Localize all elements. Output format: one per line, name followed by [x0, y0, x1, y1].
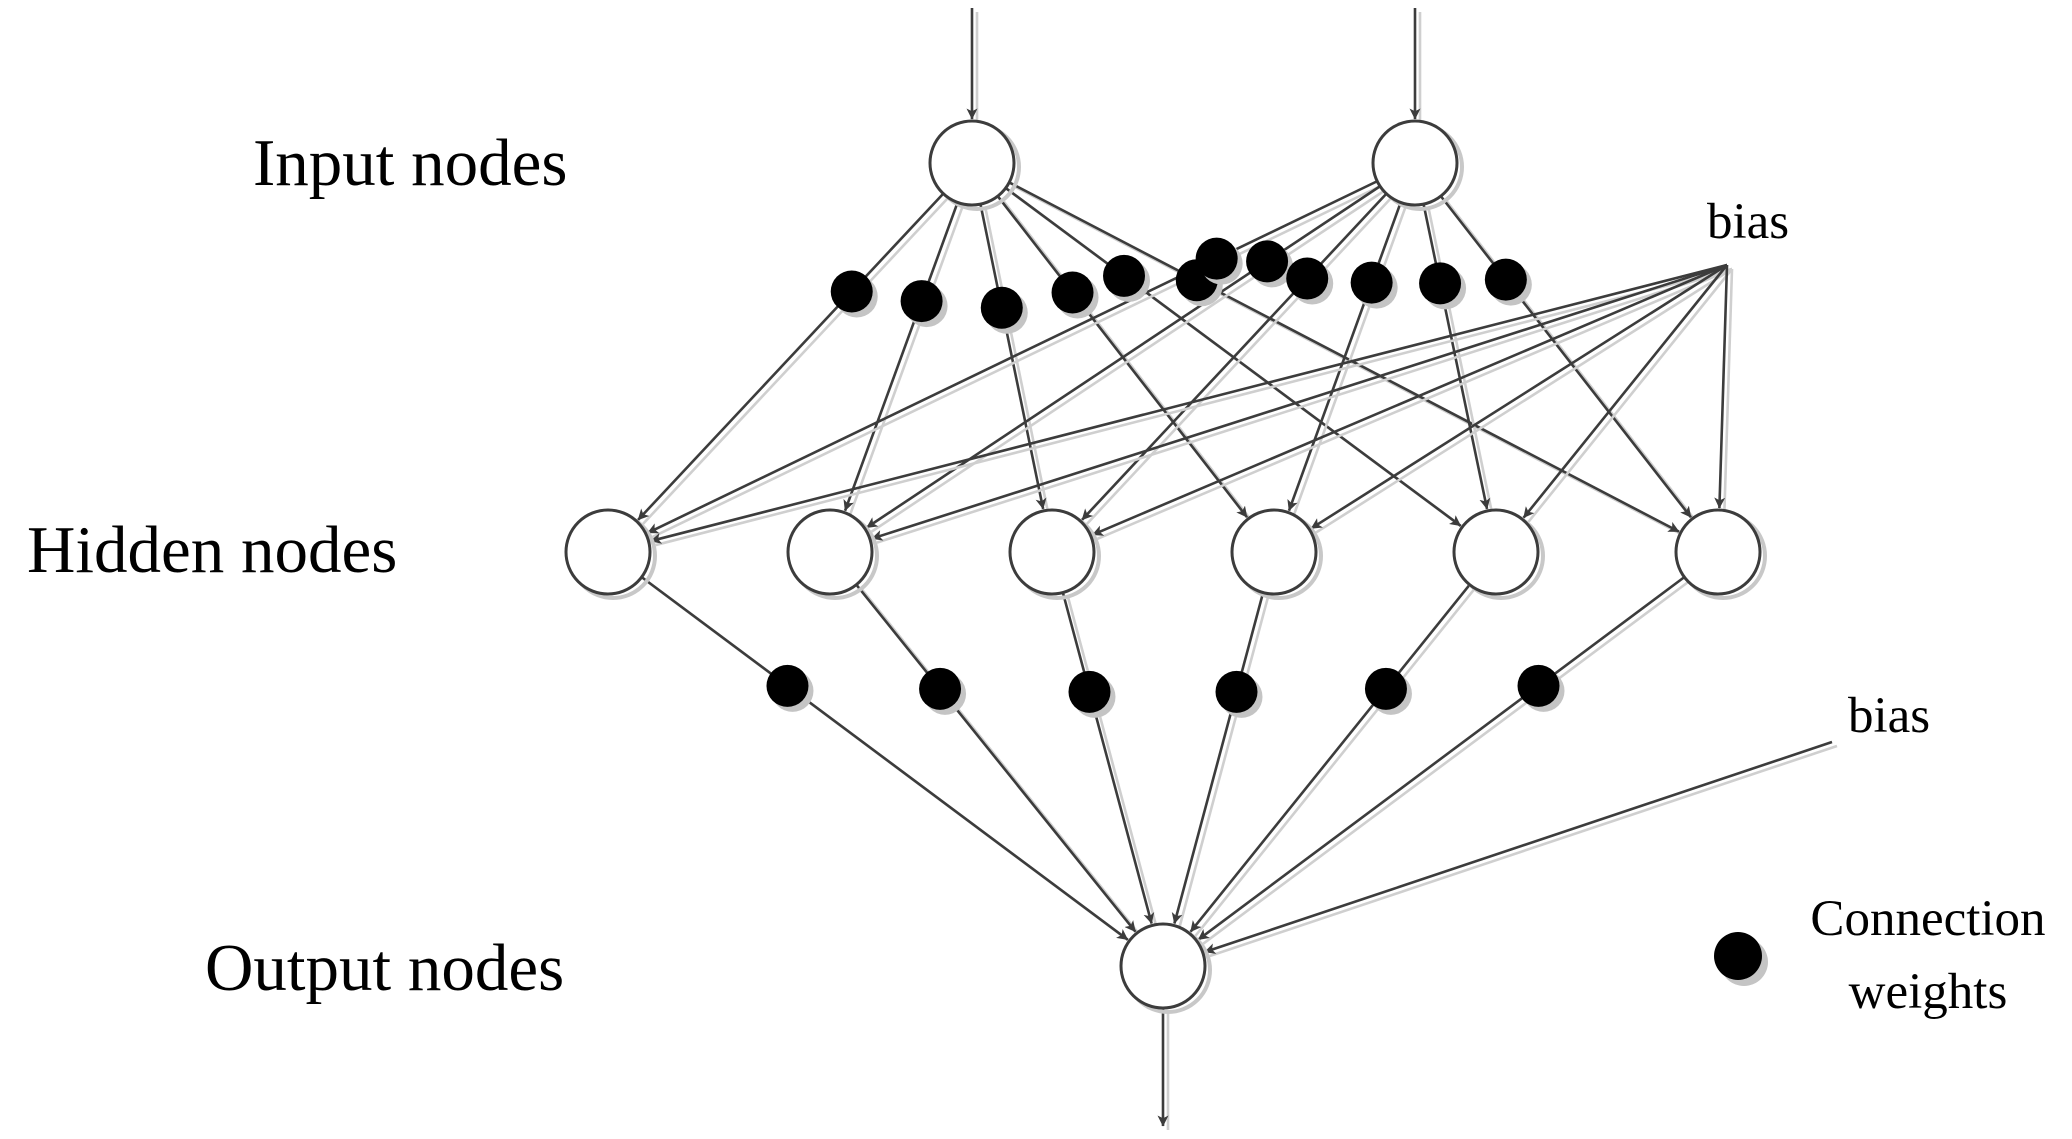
- weight-dot-input-1-hidden-1: [830, 270, 873, 313]
- edge-hidden-6-output-1: [1197, 576, 1686, 941]
- weight-dot-hidden-2-output-1: [919, 667, 962, 710]
- weight-dot-input-2-hidden-2: [1246, 240, 1289, 283]
- weight-dot-input-1-hidden-5: [1103, 254, 1146, 297]
- edge-input-2-hidden-4: [1287, 202, 1402, 512]
- weight-dot-input-2-hidden-5: [1419, 262, 1462, 305]
- edge-bias-hidden-6: [1714, 264, 1729, 509]
- legend-weight-dot-icon: [1714, 932, 1762, 980]
- edge-input-1-hidden-1-shadow: [642, 196, 950, 525]
- weight-dot-hidden-5-output-1: [1364, 667, 1407, 710]
- hidden-node-1: [564, 508, 652, 596]
- legend-label-line1: Connection: [1810, 891, 2045, 947]
- input-node-2: [1371, 119, 1459, 207]
- edge-bias-hidden-2: [871, 263, 1728, 541]
- edge-hidden-3-output-1: [1061, 592, 1155, 925]
- edge-input-1-hidden-1: [637, 192, 945, 521]
- input-node-1: [928, 119, 1016, 207]
- edge-input-2-hidden-3: [1081, 192, 1388, 521]
- edge-bias-hidden-4-shadow: [1315, 267, 1733, 534]
- hidden-node-3: [1008, 508, 1096, 596]
- hidden-node-6: [1674, 508, 1762, 596]
- network-nodes: [564, 119, 1767, 1014]
- weight-dot-hidden-6-output-1: [1517, 664, 1560, 707]
- edge-input-2-hidden-6-shadow: [1444, 199, 1697, 523]
- edge-input-1-hidden-2-shadow: [848, 206, 964, 516]
- edge-input-2-hidden-6: [1439, 195, 1692, 519]
- connection-weight-dots: [766, 237, 1565, 718]
- connection-edges: [637, 8, 1838, 1130]
- edge-hidden-4-output-1-shadow: [1178, 596, 1270, 928]
- edge-bias-hidden-3: [1091, 263, 1728, 536]
- input-nodes-label: Input nodes: [253, 126, 568, 200]
- hidden-bias-label: bias: [1707, 194, 1789, 250]
- edge-bias-output-1-shadow: [1209, 744, 1838, 958]
- edge-input-2-hidden-5-shadow: [1427, 207, 1494, 514]
- edge-hidden-1-output-1: [640, 576, 1129, 941]
- edge-bias-hidden-1-shadow: [655, 267, 1733, 547]
- edge-bias-hidden-6-shadow: [1723, 268, 1734, 513]
- edge-bias-hidden-4: [1310, 263, 1728, 530]
- output-bias-label: bias: [1848, 688, 1930, 744]
- weight-dot-input-2-hidden-1: [1195, 237, 1238, 280]
- output-nodes-label: Output nodes: [205, 931, 564, 1005]
- weight-dot-hidden-3-output-1: [1068, 670, 1111, 713]
- edge-hidden-2-output-1-shadow: [860, 587, 1142, 937]
- weight-dot-input-1-hidden-3: [980, 286, 1023, 329]
- edge-hidden-6-output-1-shadow: [1202, 580, 1691, 945]
- edge-input-2-hidden-1: [647, 180, 1378, 535]
- edge-hidden-3-output-1-shadow: [1066, 596, 1158, 928]
- edge-hidden-5-output-1-shadow: [1194, 587, 1476, 937]
- hidden-node-4: [1230, 508, 1318, 596]
- hidden-node-2: [786, 508, 874, 596]
- edge-input-2-hidden-1-shadow: [652, 184, 1383, 539]
- edge-hidden-5-output-1: [1189, 583, 1471, 933]
- edge-hidden-2-output-1: [855, 583, 1137, 933]
- legend-label-line2: weights: [1849, 964, 2008, 1020]
- edge-hidden-4-output-1: [1171, 592, 1265, 925]
- weight-dot-input-2-hidden-6: [1484, 258, 1527, 301]
- hidden-nodes-label: Hidden nodes: [27, 513, 397, 587]
- legend: Connection weights: [1714, 891, 2046, 1020]
- weight-dot-input-2-hidden-4: [1350, 261, 1393, 304]
- weight-dot-hidden-4-output-1: [1215, 670, 1258, 713]
- weight-dot-hidden-1-output-1: [766, 664, 809, 707]
- edge-bias-hidden-2-shadow: [876, 267, 1733, 544]
- edge-bias-hidden-5: [1522, 264, 1729, 519]
- edge-input-1-hidden-2: [843, 202, 959, 512]
- weight-dot-input-2-hidden-3: [1286, 257, 1329, 300]
- weight-dot-input-1-hidden-2: [900, 280, 943, 323]
- edge-input-2-hidden-2: [865, 185, 1381, 529]
- edge-input-2-hidden-3-shadow: [1086, 196, 1393, 525]
- edge-input-2-hidden-2-shadow: [870, 189, 1386, 533]
- edge-bias-output-1: [1204, 740, 1833, 954]
- output-node-1: [1119, 922, 1207, 1010]
- edge-bias-hidden-5-shadow: [1527, 268, 1734, 523]
- weight-dot-input-1-hidden-4: [1051, 271, 1094, 314]
- hidden-node-5: [1452, 508, 1540, 596]
- edge-bias-hidden-3-shadow: [1096, 267, 1733, 540]
- edge-bias-hidden-1: [650, 263, 1728, 544]
